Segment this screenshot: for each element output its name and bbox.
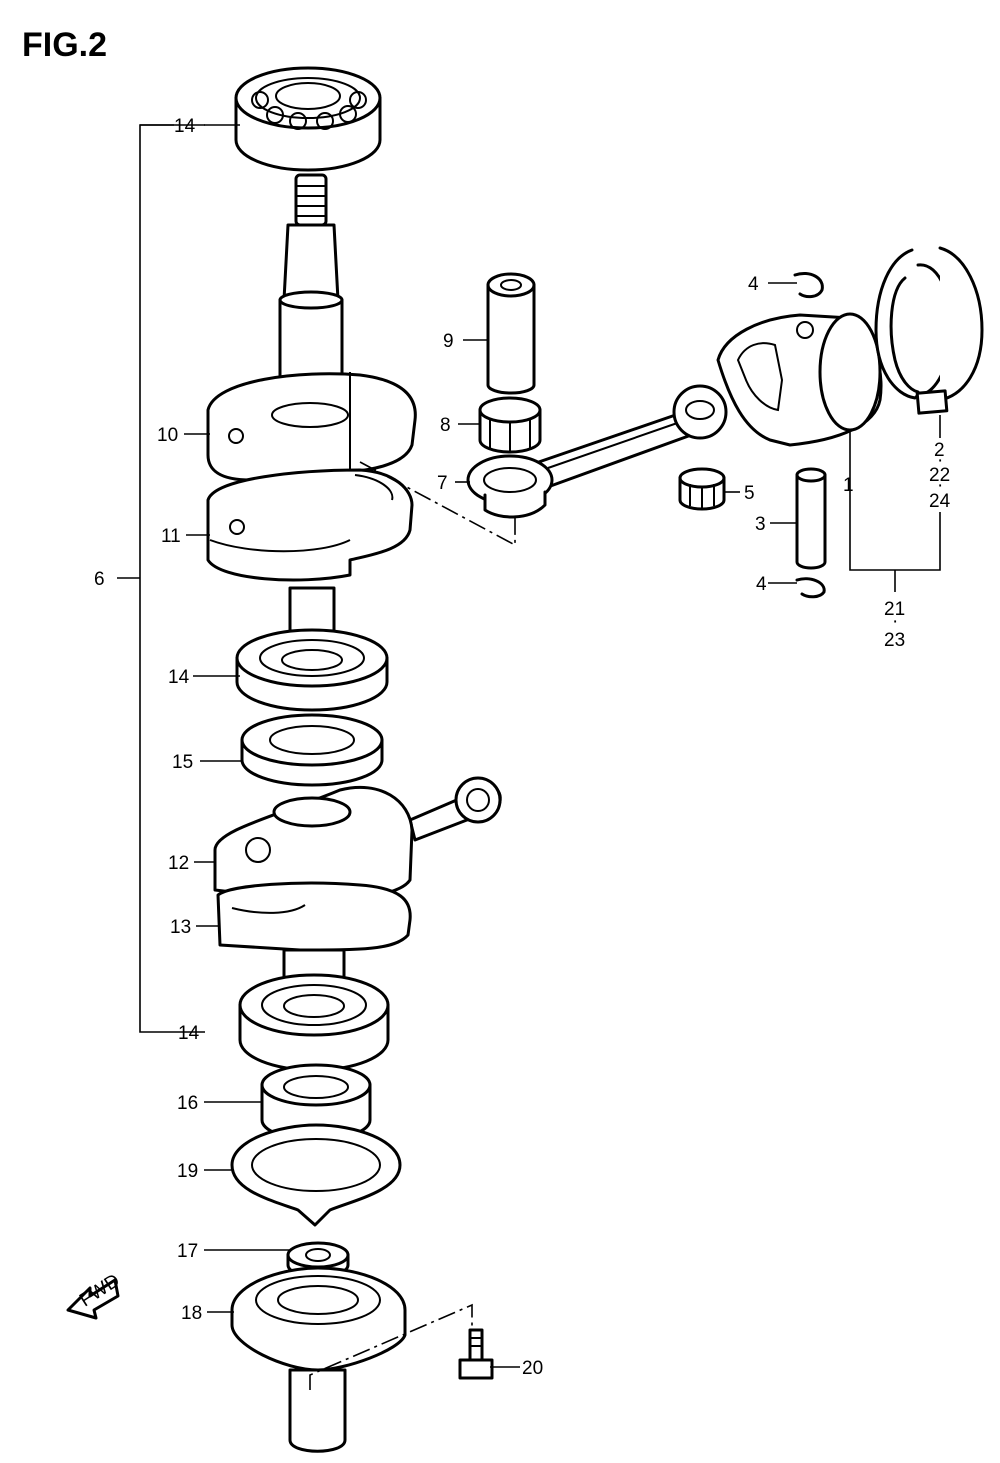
callout-19: 19	[177, 1161, 198, 1182]
needle-bearing-small-end	[678, 467, 726, 511]
lower-crank-webs	[213, 776, 502, 952]
callout-20: 20	[522, 1358, 543, 1379]
callout-8: 8	[440, 415, 451, 436]
crank-web-upper	[206, 372, 417, 482]
bolt	[458, 1328, 494, 1380]
top-ball-bearing	[234, 66, 382, 172]
callout-labels: 14 10 11 6 14 15 12 13 14 16 19 17 18 20…	[94, 116, 951, 1379]
callout-1: 1	[843, 475, 854, 496]
oil-seal-upper	[240, 713, 384, 787]
callout-3: 3	[755, 514, 766, 535]
lower-ball-bearing	[238, 973, 390, 1072]
callout-13: 13	[170, 917, 191, 938]
callout-22-separator: ·	[937, 475, 943, 496]
callout-5: 5	[744, 483, 755, 504]
callout-12: 12	[168, 853, 189, 874]
callout-14-top: 14	[174, 116, 196, 137]
circlip-lower	[795, 577, 826, 599]
callout-10: 10	[157, 425, 178, 446]
callout-24: 24	[929, 491, 951, 512]
callout-4-top: 4	[748, 274, 759, 295]
callout-15: 15	[172, 752, 193, 773]
crank-pin	[486, 272, 536, 395]
callout-7: 7	[437, 473, 448, 494]
connecting-rod	[466, 384, 728, 519]
figure-title: FIG.2	[22, 26, 107, 64]
middle-ball-bearing	[235, 628, 389, 712]
gasket	[230, 1123, 402, 1227]
callout-6: 6	[94, 569, 105, 590]
callout-14-bot: 14	[178, 1023, 200, 1044]
callout-4-bot: 4	[756, 574, 767, 595]
piston-rings	[874, 246, 984, 415]
callout-22: 22	[929, 465, 950, 486]
callout-21-separator: ·	[892, 611, 898, 632]
needle-bearing-big-end	[478, 396, 542, 454]
callout-14-mid: 14	[168, 667, 190, 688]
lower-housing	[230, 1266, 407, 1453]
callout-11: 11	[161, 526, 181, 547]
leader-lines	[184, 124, 941, 1390]
fwd-arrow-icon: FWD	[66, 1270, 124, 1320]
crank-web-lower	[206, 468, 414, 582]
callout-21: 21	[884, 599, 905, 620]
assembly-bracket-6	[117, 124, 205, 1033]
piston	[716, 312, 883, 447]
callout-17: 17	[177, 1241, 198, 1262]
callout-16: 16	[177, 1093, 198, 1114]
piston-pin	[795, 467, 827, 570]
callout-18: 18	[181, 1303, 202, 1324]
circlip-upper	[793, 272, 824, 299]
callout-23: 23	[884, 630, 905, 651]
callout-2: 2	[934, 440, 945, 461]
callout-2-separator: ·	[937, 450, 943, 471]
callout-9: 9	[443, 331, 454, 352]
